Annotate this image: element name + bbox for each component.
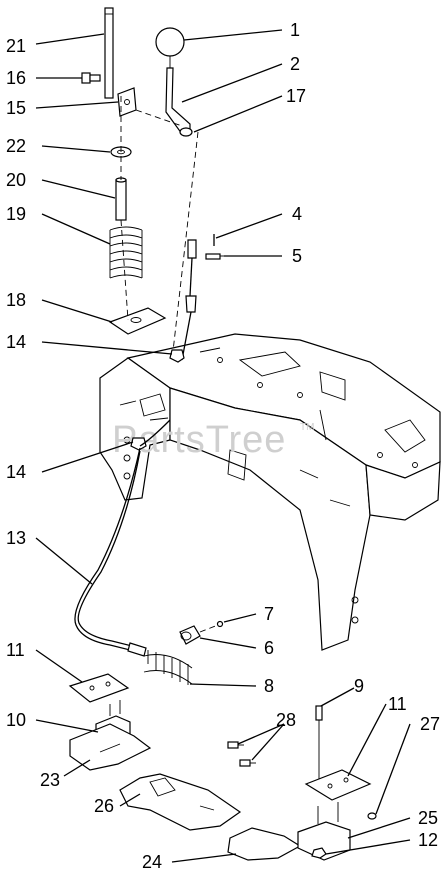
callout-12: 12 [418, 830, 438, 850]
plate-part-26 [119, 773, 242, 831]
callout-4: 4 [292, 204, 302, 224]
bushing-part-6 [179, 625, 201, 645]
bolt-part-27 [367, 812, 377, 820]
nut-part-12 [311, 847, 327, 859]
bolt-part-28-b [239, 759, 256, 767]
lever-part-2 [165, 56, 191, 135]
callout-7: 7 [264, 604, 274, 624]
cable-upper-part-13 [181, 239, 197, 361]
spring-part-19 [109, 226, 143, 279]
bushing-part-17 [179, 127, 193, 137]
rod-part-21 [104, 7, 114, 99]
callout-26: 26 [94, 796, 114, 816]
callout-15: 15 [6, 98, 26, 118]
callout-19: 19 [6, 204, 26, 224]
bolt-part-16 [81, 72, 101, 84]
callout-25: 25 [418, 808, 438, 828]
pin-part-5 [205, 253, 226, 260]
chassis-frame [99, 333, 441, 651]
callout-16: 16 [6, 68, 26, 88]
knob-part-1 [155, 27, 185, 57]
plate-part-11-left [68, 673, 130, 703]
plate-part-11-right [304, 769, 372, 801]
pin-part-7 [216, 620, 224, 628]
callout-1: 1 [290, 20, 300, 40]
bracket-part-24 [227, 827, 302, 861]
bolt-part-9 [315, 705, 323, 790]
nut-part-14-upper [169, 349, 185, 363]
callout-11-right: 11 [388, 694, 407, 714]
watermark-tm: TM [300, 422, 314, 433]
callout-17: 17 [286, 86, 306, 106]
callout-21: 21 [6, 36, 26, 56]
callout-14-upper: 14 [6, 332, 26, 352]
plate-part-18 [108, 307, 167, 335]
callout-9: 9 [354, 676, 364, 696]
callout-2: 2 [290, 54, 300, 74]
callout-10: 10 [6, 710, 26, 730]
callout-22: 22 [6, 136, 26, 156]
spring-part-8 [143, 650, 193, 685]
callout-20: 20 [6, 170, 26, 190]
callout-6: 6 [264, 638, 274, 658]
callout-24: 24 [142, 852, 162, 872]
callout-23: 23 [40, 770, 60, 790]
callout-8: 8 [264, 676, 274, 696]
callout-14-lower: 14 [6, 462, 26, 482]
callout-27: 27 [420, 714, 440, 734]
callout-28: 28 [276, 710, 296, 730]
spacer-part-20 [115, 177, 127, 221]
callout-5: 5 [292, 246, 302, 266]
leader-lines [35, 29, 411, 863]
callout-13: 13 [6, 528, 26, 548]
callout-18: 18 [6, 290, 26, 310]
callout-11-left: 11 [6, 640, 25, 660]
bolt-part-28-a [227, 741, 244, 749]
cable-lower-part-13 [74, 419, 171, 657]
bracket-part-23 [69, 723, 152, 771]
nut-part-14-lower [130, 437, 147, 451]
